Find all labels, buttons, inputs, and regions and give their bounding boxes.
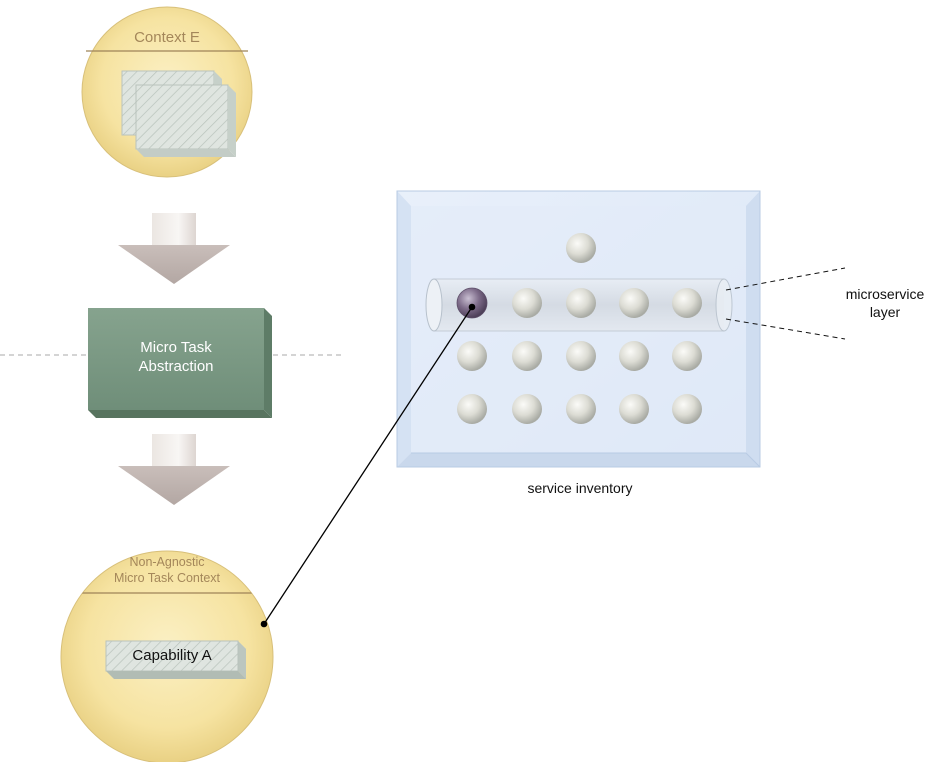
service-ball (566, 394, 596, 424)
down-arrow-icon (118, 213, 230, 284)
service-ball (672, 288, 702, 318)
microservice-layer-label: microservice layer (830, 286, 940, 321)
non-agnostic-context-circle (60, 550, 274, 762)
service-ball (512, 288, 542, 318)
capability-a-box (105, 640, 246, 679)
non-agnostic-context-title: Non-Agnostic Micro Task Context (92, 555, 242, 586)
abstraction-label-line1: Micro Task (140, 339, 212, 356)
context-e-circle (81, 6, 253, 178)
service-ball (566, 233, 596, 263)
layer-label-line2: layer (869, 303, 901, 320)
service-inventory-label: service inventory (527, 480, 633, 496)
service-ball (457, 394, 487, 424)
service-ball (457, 341, 487, 371)
down-arrow-icon (118, 434, 230, 505)
connector-line (260, 303, 476, 628)
service-ball (672, 341, 702, 371)
micro-task-abstraction-box (88, 308, 272, 418)
context-e-title: Context E (134, 29, 200, 46)
capability-stack-icon (121, 70, 236, 157)
service-ball (619, 341, 649, 371)
abstraction-label: Micro Task Abstraction (88, 339, 264, 377)
context-title-line2: Micro Task Context (113, 570, 221, 585)
selected-service-ball (456, 287, 488, 319)
context-title-line1: Non-Agnostic (129, 555, 205, 569)
service-ball (619, 288, 649, 318)
service-ball (672, 394, 702, 424)
service-ball (512, 341, 542, 371)
layer-label-line1: microservice (845, 286, 925, 302)
service-ball (566, 288, 596, 318)
capability-a-label: Capability A (132, 647, 212, 664)
service-ball (619, 394, 649, 424)
layer-pointer-lines (725, 267, 846, 340)
abstraction-label-line2: Abstraction (138, 357, 214, 375)
service-ball (566, 341, 596, 371)
service-ball (512, 394, 542, 424)
